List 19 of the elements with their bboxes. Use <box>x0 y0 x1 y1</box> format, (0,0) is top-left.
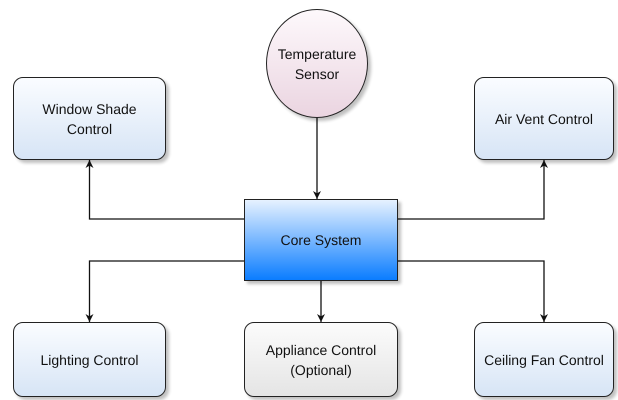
node-label: Ceiling Fan Control <box>483 350 605 370</box>
core-system-box <box>244 199 398 281</box>
control-box <box>13 77 166 160</box>
arrow <box>398 260 548 322</box>
control-box <box>474 322 614 397</box>
control-box <box>13 322 166 397</box>
arrow <box>313 118 321 199</box>
arrow <box>317 281 325 322</box>
node-label: Core System <box>280 231 362 250</box>
control-box <box>244 322 398 397</box>
node-label: Window Shade Control <box>41 100 138 138</box>
node-label: Lighting Control <box>39 350 140 370</box>
control-box <box>474 77 614 160</box>
arrow <box>86 160 244 220</box>
arrow <box>86 260 244 322</box>
node-label: Temperature Sensor <box>276 44 358 84</box>
node-label: Air Vent Control <box>494 110 594 128</box>
arrow <box>398 160 548 220</box>
node-label: Appliance Control (Optional) <box>264 340 378 380</box>
